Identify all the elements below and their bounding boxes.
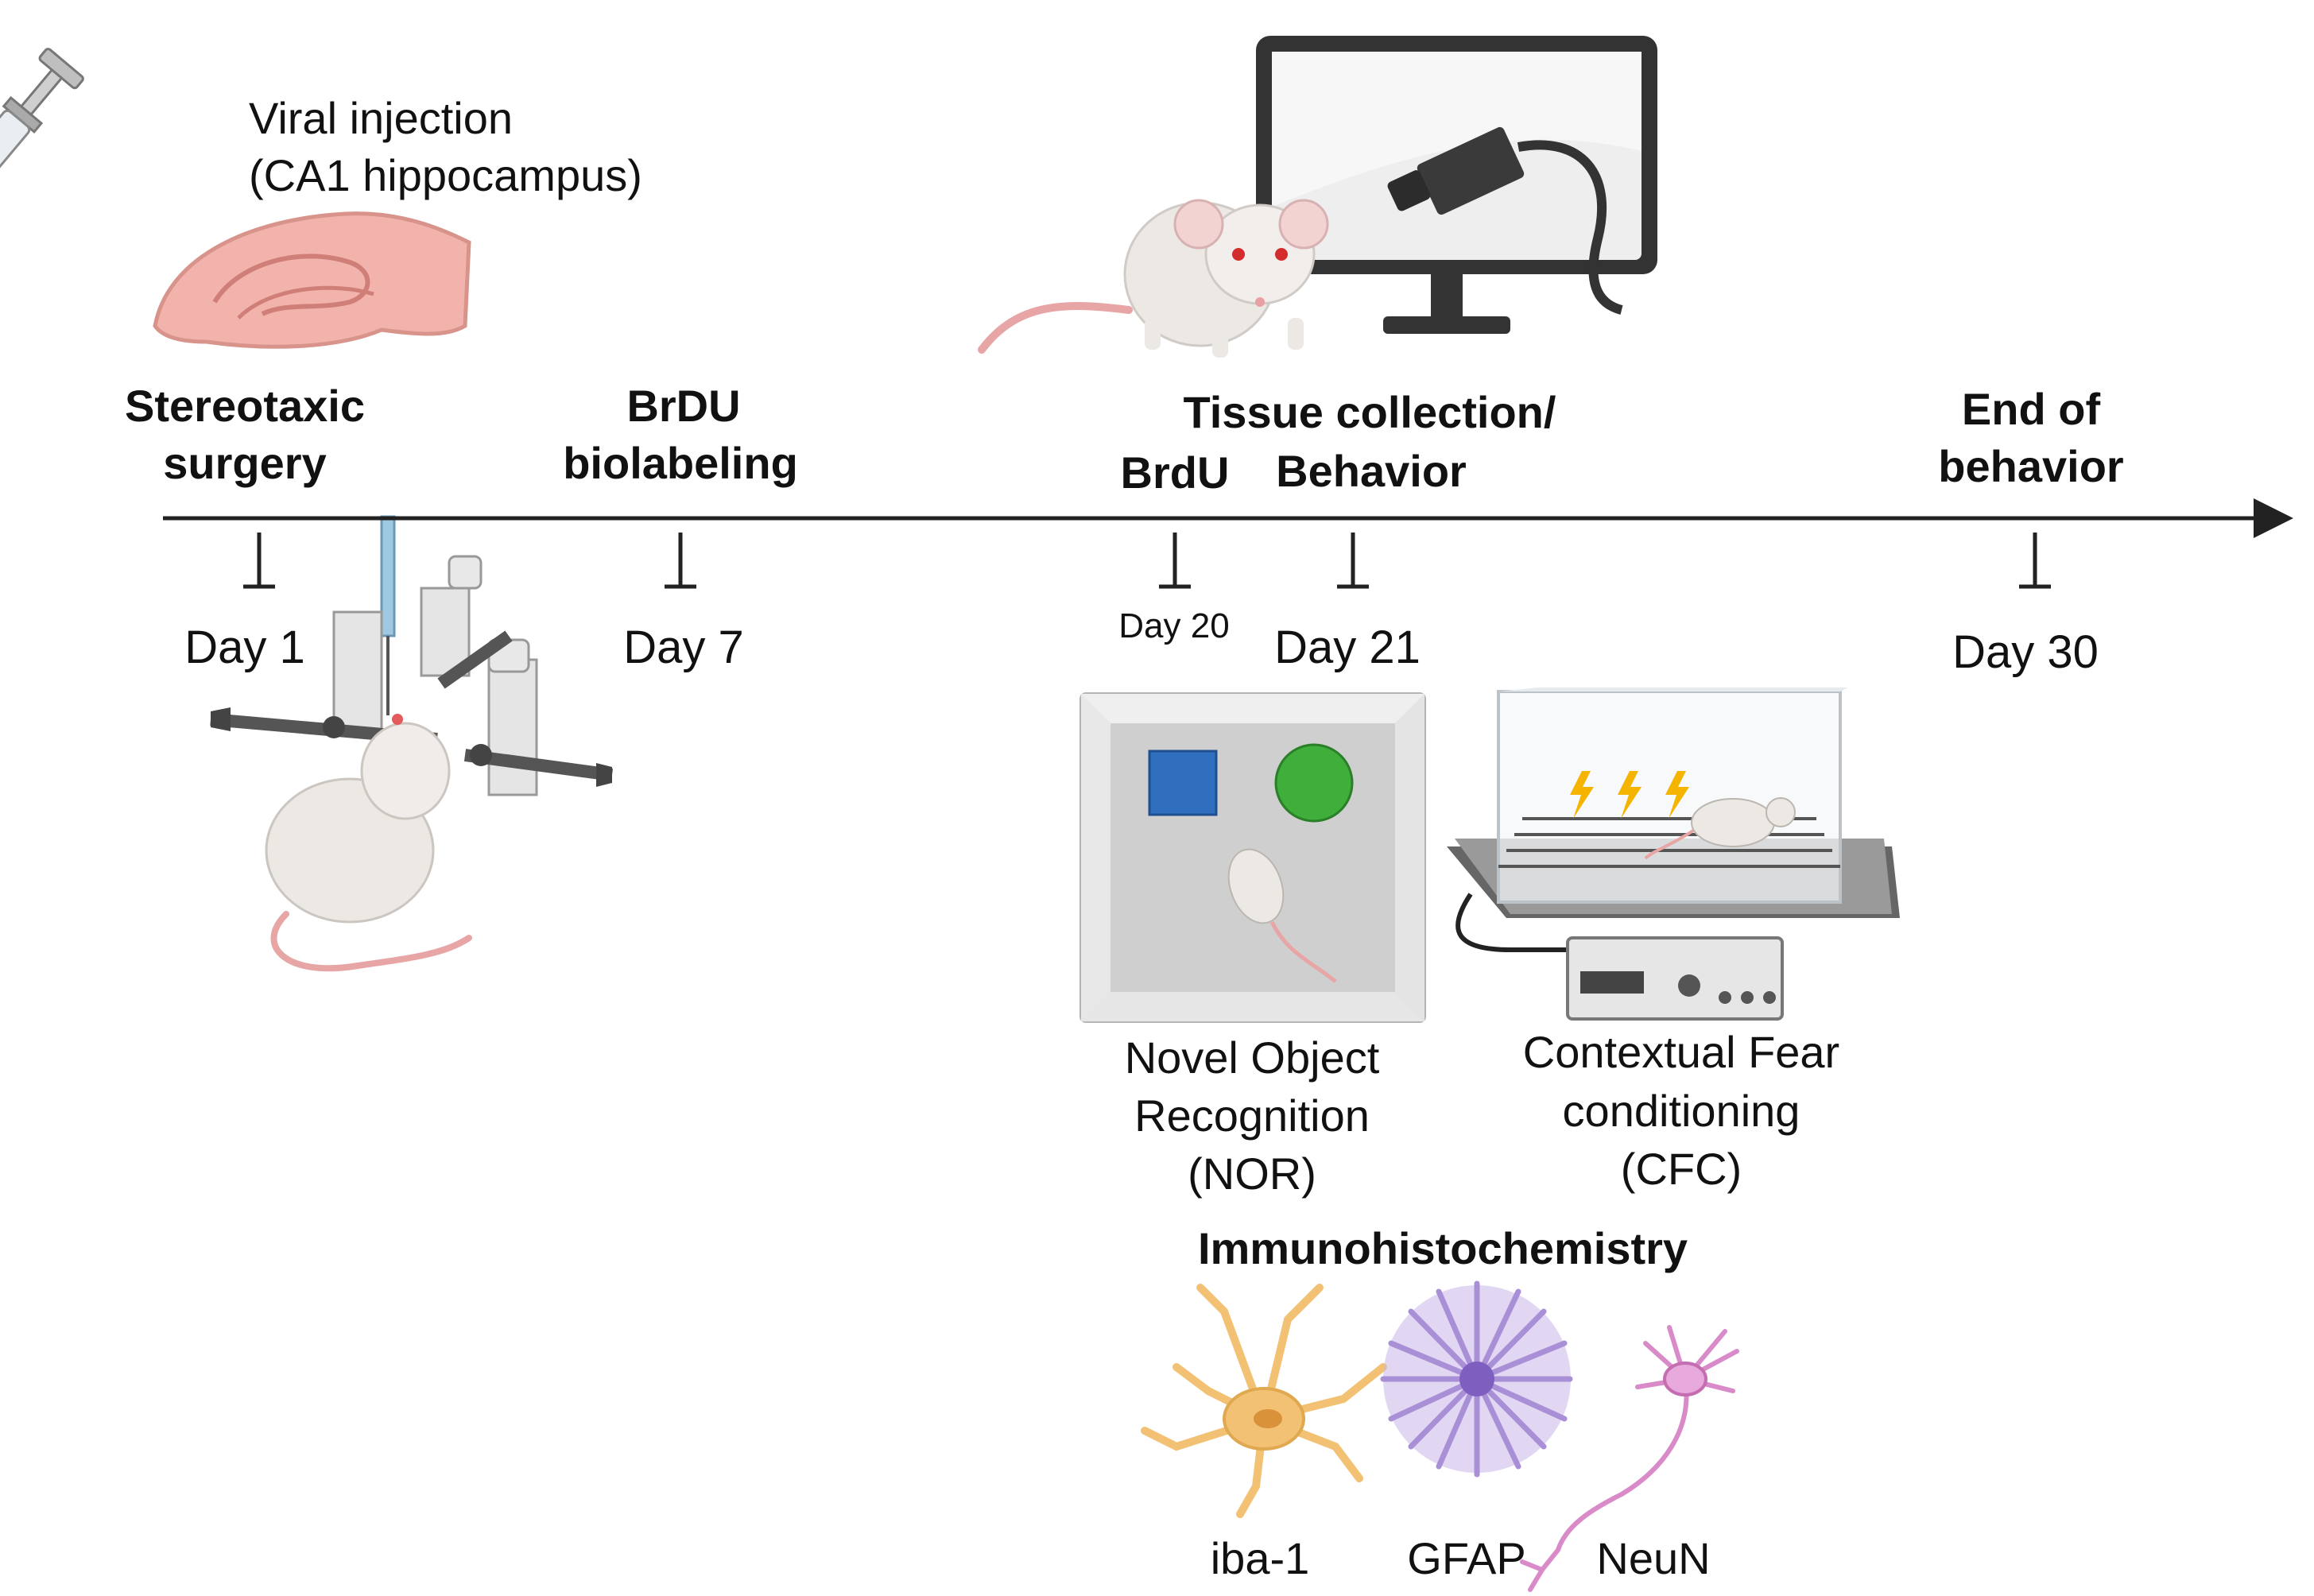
tick-day-7 bbox=[665, 533, 696, 589]
ihc-marker-labels: iba-1 GFAP NeuN bbox=[1211, 1533, 1711, 1583]
event-label-end-line2: behavior bbox=[1938, 441, 2123, 491]
nor-object-square bbox=[1148, 750, 1218, 816]
tick-day-1 bbox=[243, 533, 275, 589]
cfc-label-line1: Contextual Fear bbox=[1523, 1027, 1839, 1077]
day-label-21: Day 21 bbox=[1274, 622, 1421, 673]
day-label-30: Day 30 bbox=[1952, 626, 2099, 678]
cfc-chamber-icon bbox=[1447, 688, 1900, 1021]
nor-label-line1: Novel Object bbox=[1125, 1032, 1380, 1083]
syringe-icon bbox=[0, 48, 84, 232]
event-label-surgery-line1: Stereotaxic bbox=[125, 381, 365, 431]
microglia-cell-icon bbox=[1141, 1284, 1387, 1518]
event-label-surgery-line2: surgery bbox=[163, 438, 326, 488]
day-label-20: Day 20 bbox=[1118, 606, 1229, 645]
event-label-brdu-line2: biolabeling bbox=[563, 438, 798, 488]
marker-label-neun: NeuN bbox=[1596, 1533, 1710, 1583]
camera-icon bbox=[1387, 126, 1623, 315]
nor-arena-icon bbox=[1079, 692, 1426, 1023]
astrocyte-cell-icon bbox=[1380, 1280, 1573, 1478]
nor-label-line2: Recognition bbox=[1134, 1090, 1370, 1141]
marker-label-iba1: iba-1 bbox=[1211, 1533, 1310, 1583]
neuron-cell-icon bbox=[1520, 1325, 1739, 1592]
cfc-label-line3: (CFC) bbox=[1621, 1144, 1742, 1194]
timeline-ticks bbox=[243, 533, 2051, 589]
event-label-brdu-day20: BrdU bbox=[1121, 447, 1230, 498]
event-label-end-line1: End of bbox=[1962, 384, 2101, 434]
nor-label-line3: (NOR) bbox=[1188, 1149, 1316, 1199]
event-label-brdu-line1: BrDU bbox=[626, 381, 740, 431]
cfc-label-line2: conditioning bbox=[1563, 1086, 1800, 1136]
event-label-tissue-line1: Tissue collection/ bbox=[1184, 387, 1556, 437]
tick-day-20 bbox=[1159, 533, 1191, 589]
event-label-tissue-line2: Behavior bbox=[1276, 446, 1467, 496]
ihc-title: Immunohistochemistry bbox=[1198, 1223, 1688, 1273]
marker-label-gfap: GFAP bbox=[1407, 1533, 1525, 1583]
nor-object-circle bbox=[1274, 743, 1354, 823]
injection-label-line2: (CA1 hippocampus) bbox=[249, 150, 642, 200]
mouse-icon bbox=[978, 199, 1329, 358]
day-label-1: Day 1 bbox=[184, 622, 305, 673]
injection-label-line1: Viral injection bbox=[249, 93, 513, 143]
tick-day-30 bbox=[2019, 533, 2051, 589]
day-label-7: Day 7 bbox=[623, 622, 744, 673]
hippocampus-brain-icon bbox=[153, 211, 471, 349]
surgery-mouse-icon bbox=[265, 714, 472, 972]
tick-day-21 bbox=[1337, 533, 1369, 589]
